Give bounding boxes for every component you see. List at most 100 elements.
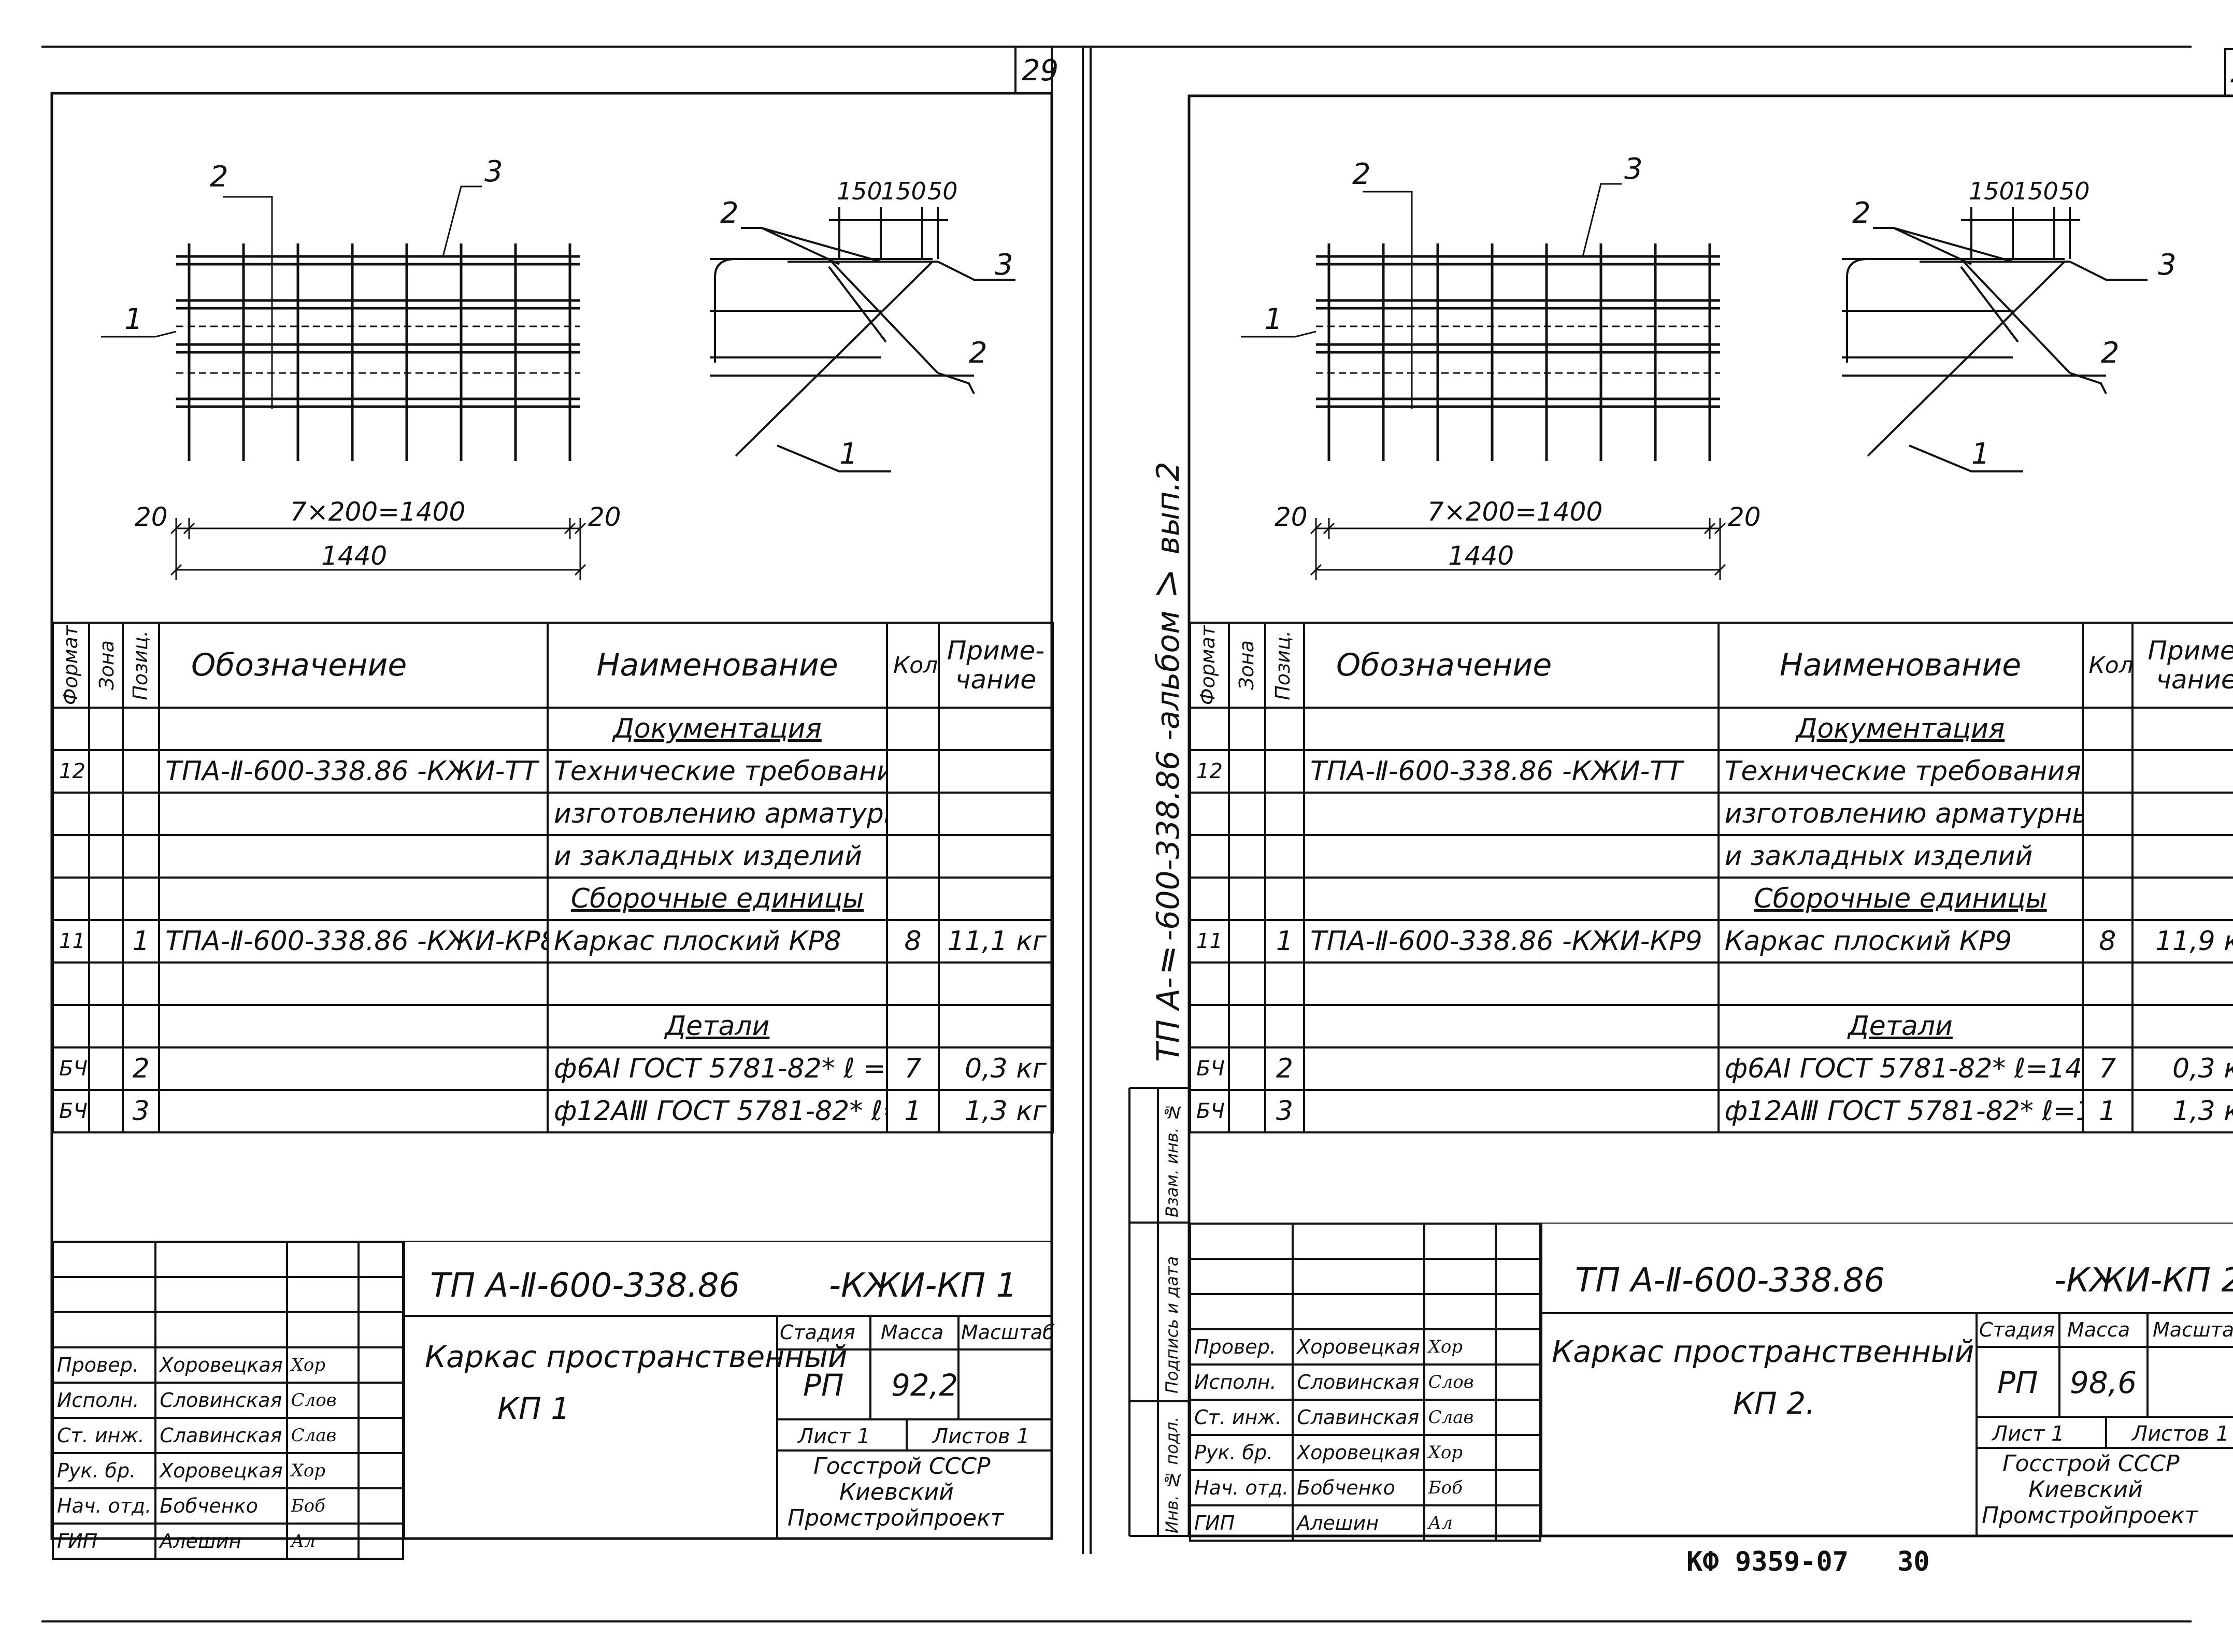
cell-note <box>2131 792 2233 836</box>
cell-name: Каркас плоский КР8 <box>547 919 888 964</box>
cell-note <box>938 707 1054 751</box>
cell-quantity <box>2081 792 2134 836</box>
signer-name: Хоровецкая <box>154 1452 288 1489</box>
cell-format: 11 <box>52 919 90 964</box>
mass-value: 98,6 <box>2070 1365 2137 1400</box>
cell-zone <box>88 877 124 921</box>
cell-name: изготовлению арматурных <box>1717 792 2084 836</box>
cell-quantity <box>2081 834 2134 879</box>
date-cell <box>1494 1469 1542 1506</box>
cell-format: БЧ <box>1189 1046 1230 1091</box>
dim-right-20: 20 <box>1728 502 1761 532</box>
signer-role: Нач. отд. <box>51 1487 157 1525</box>
drawing-code-suffix: -КЖИ-КП 2 <box>2054 1261 2233 1300</box>
cell-position: 3 <box>1264 1089 1306 1133</box>
revision-row <box>1189 1223 1542 1260</box>
specification-table: Формат Зона Позиц. Обозначение Наименова… <box>1189 622 2233 1133</box>
signer-role: Ст. инж. <box>1189 1399 1294 1436</box>
stage-value: РП <box>803 1368 844 1403</box>
inv-original-label: Инв. № подл. <box>1162 1416 1182 1533</box>
org-line-3: Промстройпроект <box>788 1505 1004 1531</box>
callout-1: 1 <box>124 303 143 336</box>
cell-position <box>1264 834 1306 879</box>
cell-note: 1,3 кг <box>2131 1089 2233 1133</box>
revision-cell <box>1423 1293 1497 1330</box>
table-row: Документация <box>52 707 1054 751</box>
cell-quantity: 7 <box>2081 1046 2134 1091</box>
cell-position: 2 <box>1264 1046 1306 1091</box>
cell-position <box>1264 961 1306 1006</box>
date-cell <box>357 1452 405 1489</box>
cell-format <box>1189 877 1230 921</box>
org-line-3: Промстройпроект <box>1982 1502 2198 1529</box>
stage-label: Стадия <box>780 1321 855 1344</box>
cell-quantity <box>886 1004 940 1048</box>
cell-position <box>122 749 160 794</box>
cell-format <box>52 1004 90 1048</box>
signer-role: Ст. инж. <box>51 1417 157 1454</box>
cell-name: Технические требования к <box>547 749 888 794</box>
object-name: Каркас пространственный <box>1552 1334 1974 1369</box>
cell-quantity <box>2081 1004 2134 1048</box>
dim-left-20: 20 <box>1275 502 1308 532</box>
revision-cell <box>1494 1293 1542 1330</box>
callout-3: 3 <box>484 155 503 189</box>
sign-date-label: Подпись и дата <box>1162 1256 1182 1394</box>
revision-row <box>51 1276 405 1313</box>
cell-name: Документация <box>547 707 888 751</box>
cell-name: и закладных изделий <box>547 834 888 879</box>
section-dim-50: 50 <box>2059 177 2090 205</box>
cell-designation <box>158 961 549 1006</box>
cell-note <box>2131 834 2233 879</box>
cell-name: ф6АⅠ ГОСТ 5781-82* ℓ=1440 <box>1717 1046 2084 1091</box>
cell-zone <box>1228 834 1266 879</box>
cell-zone <box>1228 877 1266 921</box>
cell-zone <box>88 961 124 1006</box>
section-callout-2a: 2 <box>720 196 739 230</box>
cell-designation <box>158 1089 549 1133</box>
sheet-frame <box>1128 48 2233 1538</box>
revision-cell <box>1423 1258 1497 1295</box>
cell-format <box>1189 834 1230 879</box>
cell-note: 0,3 кг <box>938 1046 1054 1091</box>
cell-note <box>938 792 1054 836</box>
cell-format <box>1189 792 1230 836</box>
cell-note <box>938 749 1054 794</box>
archive-stamp: КФ 9359-07 30 <box>1686 1546 1930 1577</box>
signature: Боб <box>285 1487 360 1525</box>
date-cell <box>357 1346 405 1384</box>
cell-designation <box>1303 834 1720 879</box>
section-callout-1: 1 <box>1971 437 1990 471</box>
revision-cell <box>1292 1258 1425 1295</box>
cell-position: 2 <box>122 1046 160 1091</box>
cell-quantity: 1 <box>886 1089 940 1133</box>
stage-value: РП <box>1997 1365 2038 1400</box>
revision-cell <box>357 1276 405 1313</box>
cell-zone <box>1228 792 1266 836</box>
cell-designation <box>1303 961 1720 1006</box>
revision-cell <box>1189 1258 1294 1295</box>
table-row: изготовлению арматурных <box>52 792 1054 836</box>
revision-cell <box>51 1241 157 1278</box>
table-row <box>1189 961 2233 1006</box>
drawing-code-main: ТП А-Ⅱ-600-338.86 <box>1575 1261 1885 1300</box>
header-zone: Зона <box>88 622 124 709</box>
cell-name: Технические требования к <box>1717 749 2084 794</box>
cell-position <box>1264 877 1306 921</box>
cell-note: 0,3 кг <box>2131 1046 2233 1091</box>
date-cell <box>1494 1399 1542 1436</box>
revision-row <box>51 1241 405 1278</box>
cell-zone <box>88 919 124 964</box>
cell-quantity <box>886 707 940 751</box>
revision-cell <box>357 1241 405 1278</box>
spec-header-row: Формат Зона Позиц. Обозначение Наименова… <box>1189 622 2233 709</box>
cell-zone <box>88 749 124 794</box>
revision-row <box>1189 1258 1542 1295</box>
org-line-1: Госстрой СССР <box>2002 1450 2180 1477</box>
